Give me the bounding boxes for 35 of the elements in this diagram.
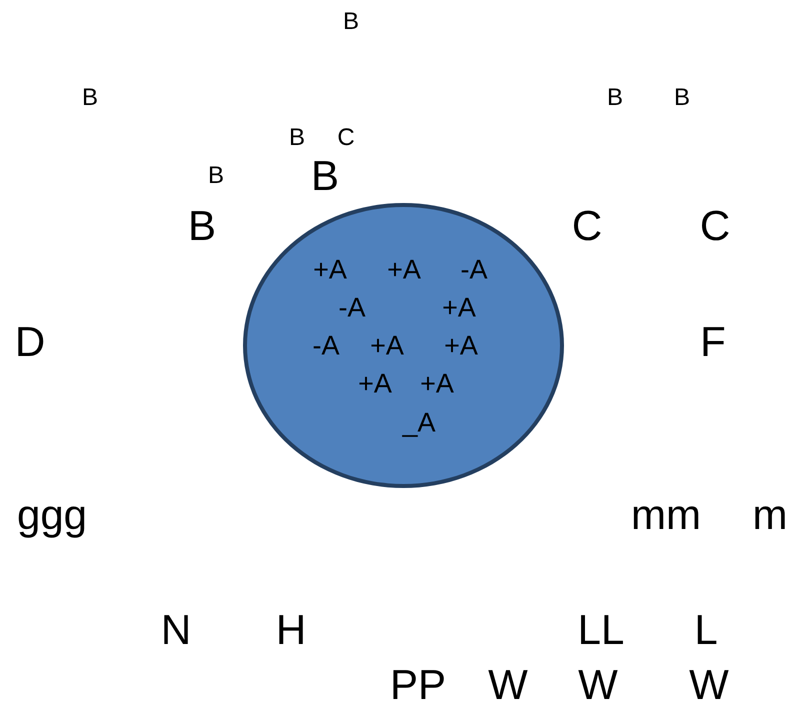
letter-label: C: [700, 205, 730, 247]
sign-label: +A: [387, 256, 421, 284]
letter-label: LL: [578, 609, 624, 651]
sign-label: +A: [442, 294, 476, 322]
sign-label: -A: [460, 256, 488, 284]
letter-label: B: [674, 86, 690, 110]
letter-label: ggg: [16, 494, 88, 536]
letter-label: C: [572, 205, 602, 247]
letter-label: m: [752, 494, 788, 536]
letter-label: B: [82, 86, 98, 110]
letter-label: B: [311, 155, 339, 197]
sign-label: _A: [402, 410, 436, 436]
letter-label: B: [343, 10, 359, 34]
letter-label: H: [276, 609, 306, 651]
letter-label: W: [578, 664, 618, 704]
sign-label: +A: [420, 370, 454, 398]
letter-label: B: [188, 205, 216, 247]
letter-label: B: [607, 86, 623, 110]
letter-label: W: [689, 664, 729, 704]
letter-label: C: [337, 126, 355, 150]
sign-label: +A: [313, 256, 347, 284]
letter-label: mm: [631, 494, 701, 536]
sign-label: +A: [358, 370, 392, 398]
letter-label: PP: [390, 664, 446, 704]
letter-label: F: [700, 321, 726, 363]
letter-label: N: [160, 609, 192, 651]
sign-label: -A: [338, 294, 366, 322]
letter-label: D: [14, 321, 46, 363]
sign-label: +A: [370, 332, 404, 360]
letter-label: L: [694, 609, 718, 651]
letter-label: W: [488, 664, 528, 704]
sign-label: +A: [444, 332, 478, 360]
letter-label: B: [289, 126, 305, 150]
sign-label: -A: [312, 332, 340, 360]
letter-label: B: [208, 164, 224, 188]
